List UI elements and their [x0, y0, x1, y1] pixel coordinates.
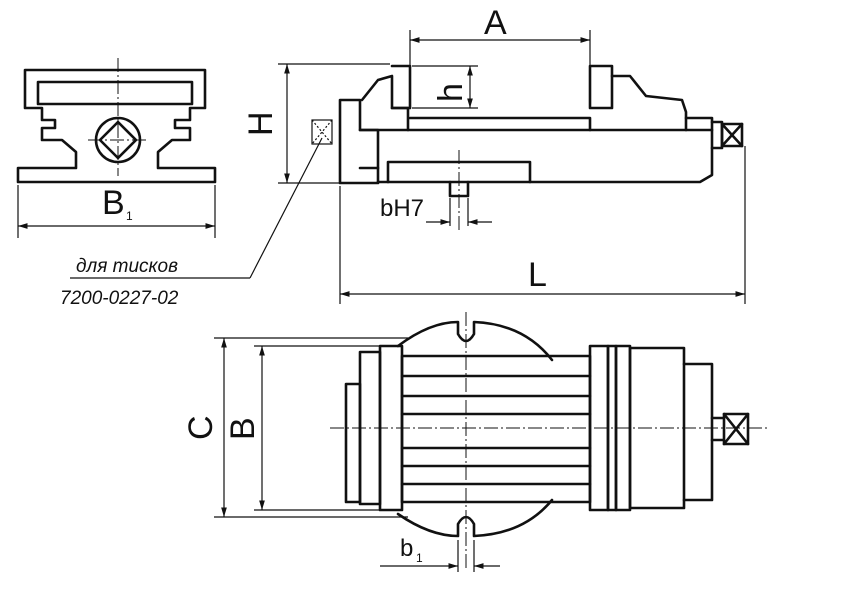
dimension-c: C [182, 337, 408, 518]
side-view [311, 64, 744, 230]
leader-note: для тисков 7200-0227-02 [60, 137, 323, 309]
dimension-bh7: bH7 [380, 195, 492, 226]
label-a: A [484, 4, 507, 42]
label-b: B [224, 417, 262, 440]
top-view [330, 312, 770, 570]
label-b1b-sub: 1 [416, 551, 423, 565]
label-bh7: bH7 [380, 195, 424, 222]
dimension-a: A [409, 4, 591, 66]
label-b1-main: B [102, 184, 125, 222]
dimension-b1-bottom: b 1 [380, 535, 500, 572]
dimension-h-small: h [412, 65, 478, 109]
end-view [16, 58, 217, 184]
label-l: L [528, 256, 547, 294]
note-line-2: 7200-0227-02 [60, 288, 179, 309]
label-b1b-main: b [400, 535, 413, 562]
dimension-h-big: H [242, 63, 390, 184]
note-line-1: для тисков [76, 256, 178, 277]
dimension-b1-top: B 1 [17, 184, 216, 238]
label-b1-sub: 1 [126, 209, 133, 223]
label-h-small: h [432, 83, 470, 102]
label-c: C [182, 415, 220, 440]
dimension-b: B [224, 345, 380, 511]
dimension-l: L [339, 146, 746, 304]
label-h-big: H [242, 111, 280, 136]
